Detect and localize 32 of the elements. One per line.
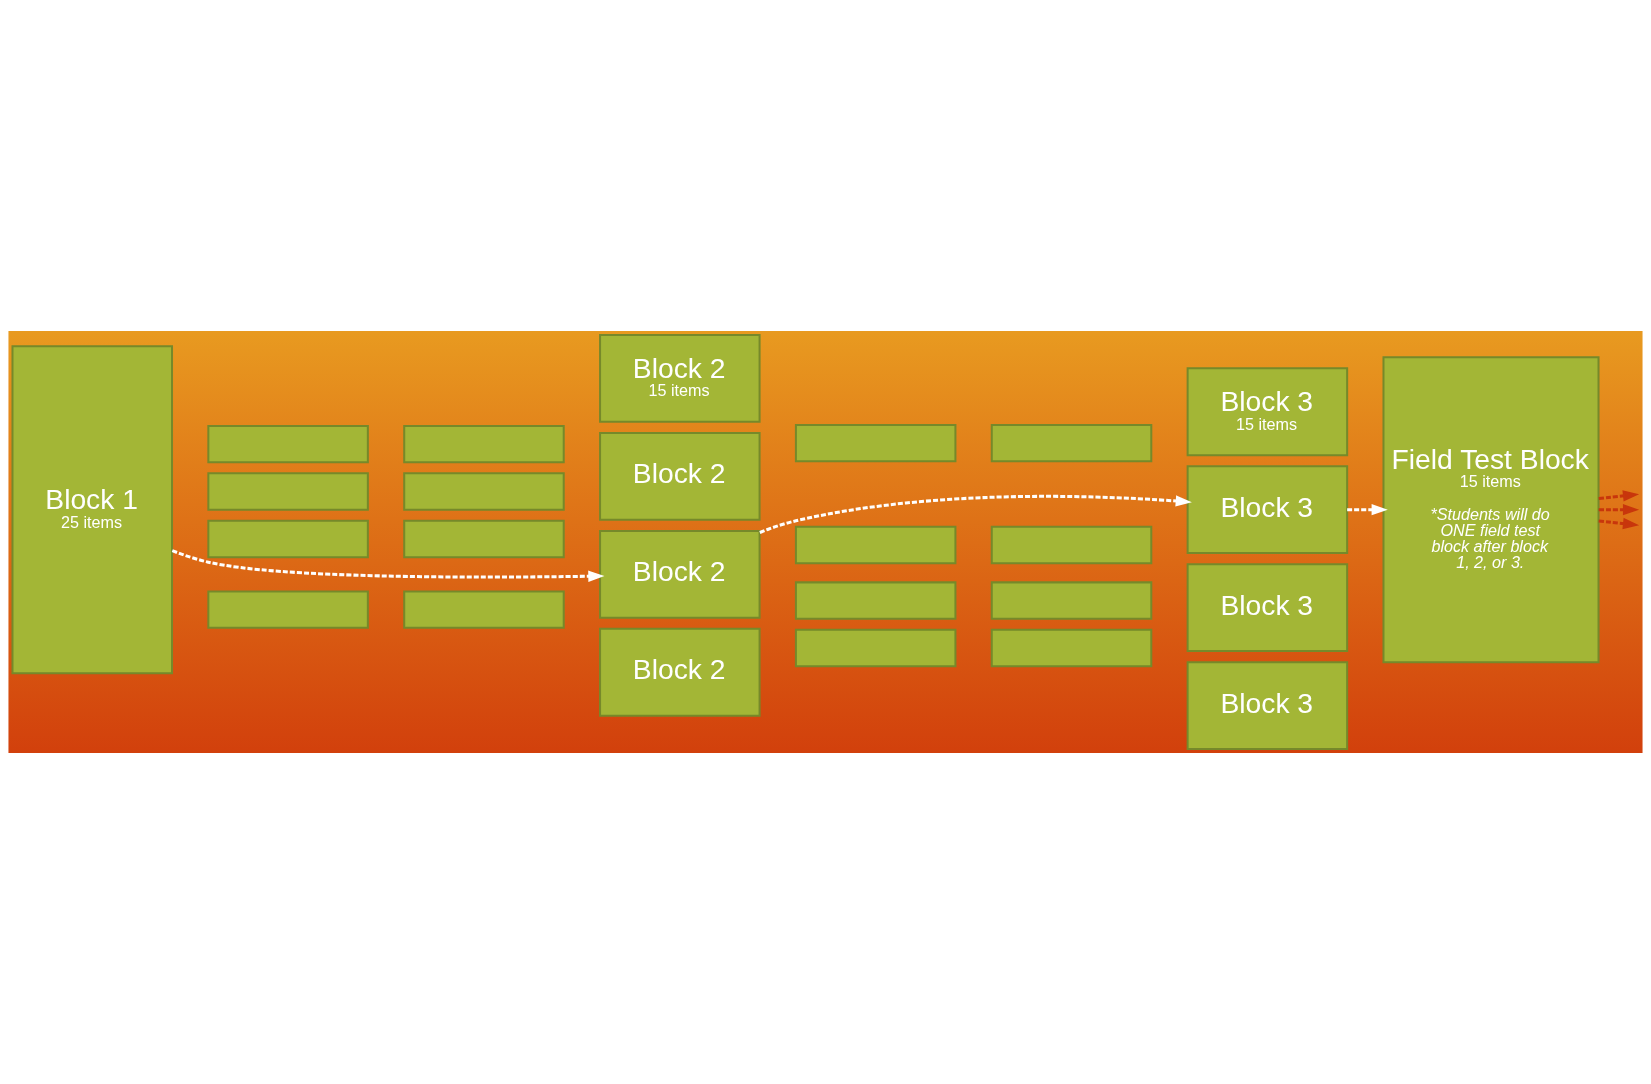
node-box [403, 590, 565, 629]
node-box [794, 628, 957, 668]
node-box [207, 424, 369, 464]
node-box [403, 519, 565, 559]
node-box [794, 581, 957, 620]
arrow [1598, 517, 1640, 530]
arrow [1347, 504, 1388, 516]
node-box: Block 3 [1186, 465, 1349, 555]
node-box: Block 2 [599, 529, 761, 619]
arrow [171, 549, 605, 582]
node-box: Block 3 [1186, 563, 1349, 653]
node-box: Block 2 [599, 627, 761, 717]
node-box [794, 423, 957, 463]
node-box [403, 424, 565, 464]
node-box: Block 1 25 items [11, 345, 173, 675]
arrow [1598, 490, 1640, 502]
node-box: Block 2 15 items [599, 334, 761, 423]
node-box [403, 472, 565, 511]
arrow [1598, 504, 1640, 516]
node-box [990, 628, 1153, 668]
node-box [794, 525, 957, 565]
node-box [990, 423, 1153, 463]
node-box: Block 2 [599, 431, 761, 521]
node-box [990, 581, 1153, 620]
node-box [990, 525, 1153, 565]
node-box: Block 3 [1186, 661, 1349, 750]
node-box: Block 3 15 items [1186, 367, 1349, 457]
node-box: Field Test Block 15 items *Students will do ONE field test block after block 1, 2, or 3. [1382, 356, 1600, 664]
arrow [759, 494, 1192, 534]
node-box [207, 590, 369, 629]
node-box [207, 472, 369, 511]
node-box [207, 519, 369, 559]
